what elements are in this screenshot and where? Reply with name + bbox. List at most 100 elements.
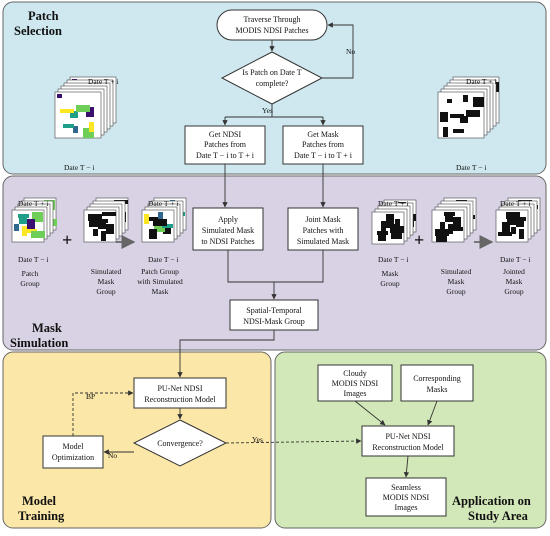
patch-selection-title-line2: Selection	[14, 24, 62, 38]
stack-label: Mask	[152, 287, 169, 296]
stack-label: Group	[20, 279, 39, 288]
stack-blob	[447, 99, 452, 103]
optimization-node	[42, 435, 104, 469]
seamless-text-1: Seamless	[391, 483, 421, 492]
traverse-text-2: MODIS NDSI Patches	[236, 26, 309, 35]
joint-mask-text-1: Joint Mask	[305, 215, 340, 224]
punet-apply-node	[361, 425, 455, 457]
edge-label-yes2: Yes	[252, 435, 263, 444]
stack-label: Mask	[448, 277, 465, 286]
model-training-title-line1: Model	[22, 494, 57, 508]
stack-blob	[448, 224, 453, 234]
masks-node	[400, 364, 474, 402]
stack-blob	[382, 224, 396, 228]
edge-bp-loop	[72, 390, 134, 436]
punet-apply-text-1: PU-Net NDSI	[385, 432, 430, 441]
stack-blob	[440, 222, 445, 229]
stack-blob	[153, 219, 167, 226]
date-label-bottom: Date T − i	[148, 255, 178, 264]
edge-masks-apply	[427, 400, 438, 426]
edge-no-loop	[322, 22, 354, 79]
stack-label: Mask	[98, 277, 115, 286]
edge-label-no2: No	[108, 451, 117, 460]
date-label-top: Date T + i	[18, 199, 48, 208]
stack-blob	[19, 217, 27, 224]
stack-blob	[18, 214, 29, 218]
stack-blob	[498, 232, 512, 236]
joint-mask-text-3: Simulated Mask	[297, 237, 349, 246]
seamless-text-3: Images	[394, 503, 417, 512]
stack-blob	[444, 212, 455, 216]
stack-blob	[463, 95, 468, 102]
optimization-text-1: Model	[63, 442, 85, 451]
stack-blob	[98, 222, 106, 229]
stack-blob	[435, 229, 449, 236]
stack-blob	[515, 217, 526, 221]
model-training-title-line2: Training	[18, 509, 65, 523]
edge-label-yes: Yes	[262, 106, 273, 115]
date-label-bottom: Date T − i	[18, 255, 48, 264]
mask-simulation-title-line2: Simulation	[10, 336, 68, 350]
stack-blob	[453, 129, 464, 133]
optimization-text-2: Optimization	[52, 453, 94, 462]
date-label-bottom: Date T − i	[500, 255, 530, 264]
stack-blob	[378, 234, 386, 241]
stack-blob	[14, 224, 19, 231]
edge-label-no: No	[346, 47, 355, 56]
stack-label: Simulated	[441, 267, 472, 276]
edge-apply-merge	[227, 250, 274, 283]
complete-check-text-1: Is Patch on Date T	[242, 68, 302, 77]
stack-blob	[102, 212, 116, 216]
masks-text-2: Masks	[427, 385, 448, 394]
connectors	[72, 22, 438, 478]
stack-blob	[106, 224, 114, 234]
patch-selection-title-line1: Patch	[28, 9, 59, 23]
stack-blob	[63, 124, 74, 128]
edge-cloudy-apply	[354, 400, 386, 426]
stack-blob	[83, 128, 94, 138]
traverse-text-1: Traverse Through	[243, 15, 300, 24]
complete-check-text-2: complete?	[256, 79, 289, 88]
stack-blob	[449, 227, 463, 231]
get-ndsi-text-1: Get NDSI	[209, 130, 242, 139]
stack-blob	[89, 122, 94, 132]
stack-label: Patch Group	[141, 267, 179, 276]
stack-blob	[163, 227, 171, 234]
stack-blob	[76, 105, 90, 112]
stack-blob	[89, 217, 100, 227]
get-mask-text-2: Patches from	[302, 140, 345, 149]
stack-blob	[57, 94, 62, 98]
plus-sign-2: +	[414, 230, 424, 250]
stack-blob	[101, 231, 106, 241]
st-group-text-2: NDSI-Mask Group	[243, 317, 305, 326]
get-mask-text-3: Date T − i to T + i	[294, 151, 353, 160]
date-label-top: Date T + i	[88, 77, 118, 86]
date-label-bottom: Date T − i	[456, 163, 486, 172]
stack-blob	[519, 229, 524, 239]
date-label-top: Date T + i	[378, 199, 408, 208]
date-label-top: Date T + i	[466, 77, 496, 86]
edge-convergence-yes	[225, 438, 362, 444]
stack-blob	[31, 231, 45, 238]
stack-blob	[516, 220, 524, 227]
joint-mask-node	[287, 207, 359, 251]
stack-label: Jointed	[503, 267, 525, 276]
apply-mask-text-1: Apply	[218, 215, 238, 224]
stack-blob	[154, 222, 165, 232]
cloudy-text-3: Images	[343, 389, 366, 398]
stack-blob	[162, 224, 173, 228]
stack-label: with Simulated	[137, 277, 183, 286]
date-label-top: Date T + i	[148, 199, 178, 208]
mask-stack-top: Date T + i Date T − i	[437, 76, 500, 172]
edge-joint-merge	[274, 250, 324, 283]
stack-blob	[386, 214, 394, 224]
stack-label: Patch	[22, 269, 39, 278]
stack-blob	[440, 112, 448, 122]
masks-text-1: Corresponding	[413, 374, 461, 383]
